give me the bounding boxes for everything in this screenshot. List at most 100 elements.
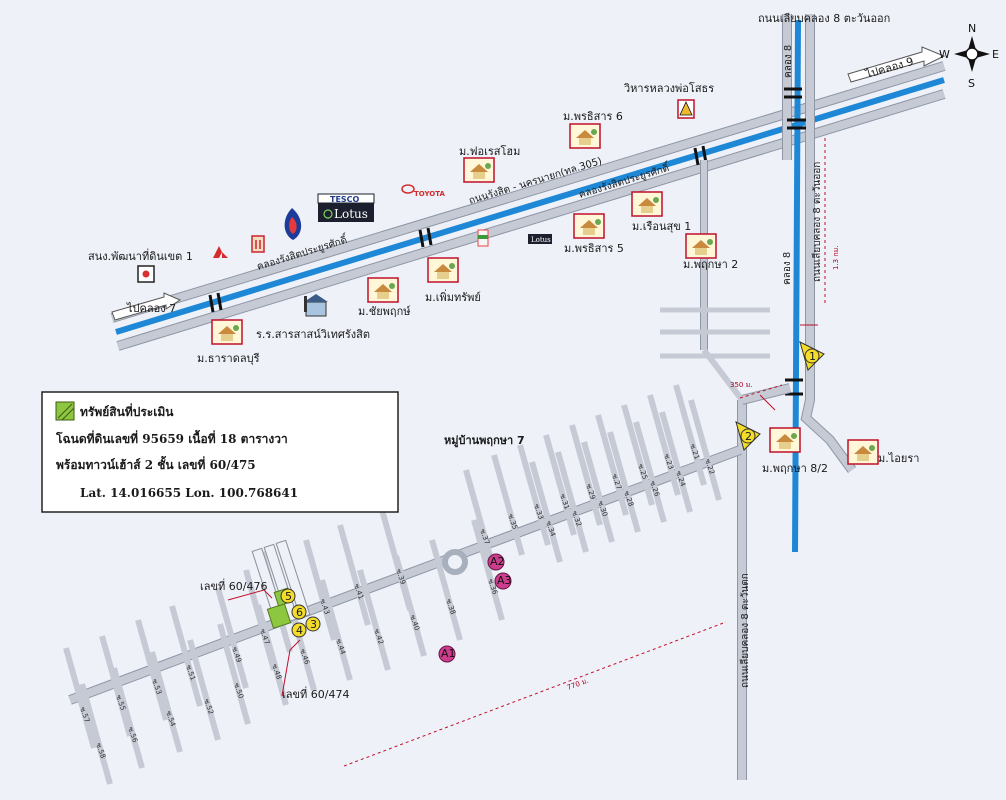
comparable-a2: A2: [487, 553, 505, 571]
village-label-10: ม.ไอยรา: [878, 452, 919, 465]
village-label-2: ม.ชัยพฤกษ์: [358, 305, 411, 318]
toyota-logo: TOYOTA: [401, 184, 445, 198]
svg-text:6: 6: [296, 606, 303, 619]
soi-lines: [63, 384, 722, 785]
svg-text:5: 5: [285, 590, 292, 603]
village-house-icon: [631, 191, 663, 217]
soi-road: [215, 587, 249, 689]
village-label-6: ม.พรธิสาร 5: [564, 242, 624, 255]
school-label: ร.ร.สารสาสน์วิเทศรังสิต: [256, 328, 370, 341]
soi-road: [217, 623, 251, 725]
soi-road: [595, 414, 629, 516]
soi-road: [471, 519, 505, 621]
school-icon: [304, 294, 328, 317]
svg-text:A2: A2: [490, 555, 505, 568]
klong8-canal: [792, 19, 801, 553]
soi-road: [135, 619, 169, 721]
soi-road: [529, 461, 563, 563]
to-klong9-arrow: [847, 46, 946, 83]
bridges: [208, 145, 708, 313]
village-house-icon: [211, 319, 243, 345]
village-icons: [211, 123, 879, 465]
to-klong7-label: ไปคลอง 7: [126, 302, 176, 315]
to-klong7-arrow: [111, 292, 182, 321]
subject-property: [266, 603, 292, 629]
village-house-icon: [367, 277, 399, 303]
comparable-a1: A1: [438, 645, 456, 663]
svg-text:TESCO: TESCO: [330, 195, 360, 204]
village-label-3: ม.เพิ่มทรัพย์: [425, 289, 481, 304]
temple-label: วิหารหลวงพ่อโสธร: [623, 81, 714, 95]
legend-line-3: Lat. 14.016655 Lon. 100.768641: [80, 486, 298, 500]
compass-s: S: [968, 77, 975, 90]
legend-line-1: โฉนดที่ดินเลขที่ 95659 เนื้อที่ 18 ตาราง…: [55, 429, 288, 446]
distance-2: [739, 384, 783, 399]
klong8-west-label: ถนนเลียบคลอง 8 ตะวันตก: [739, 573, 751, 688]
marker-5: 5: [280, 588, 296, 604]
land-office-icon: [137, 265, 155, 283]
klong8-corridor: [782, 14, 857, 553]
marker-6: 6: [291, 604, 307, 620]
compass-rose: N S E W: [939, 22, 999, 90]
legend-box: ทรัพย์สินที่ประเมิน โฉนดที่ดินเลขที่ 956…: [41, 391, 399, 513]
village-label-9: ม.พฤกษา 8/2: [762, 462, 828, 475]
soi-road: [607, 431, 641, 533]
seven-eleven-icon: [477, 229, 489, 247]
lot-474-label: เลขที่ 60/474: [282, 686, 349, 701]
klong8-west-road: [737, 383, 792, 780]
village-label-1: ม.ธาราดลบุรี: [197, 352, 260, 365]
village-label-7: ม.เรือนสุข 1: [632, 220, 691, 233]
village-house-icon: [569, 123, 601, 149]
land-office-label: สนง.พัฒนาที่ดินเขต 1: [88, 248, 193, 263]
svg-text:A1: A1: [441, 647, 456, 660]
lot-476-label: เลขที่ 60/476: [200, 578, 267, 593]
soi-road: [393, 555, 427, 657]
village-label-5: ม.พรธิสาร 6: [563, 110, 623, 123]
marker-2: 2: [735, 421, 761, 451]
klong8-top-label: คลอง 8: [783, 45, 794, 78]
klong8-east-top-label: ถนนเลียบคลอง 8 ตะวันออก: [758, 12, 890, 25]
soi-road: [688, 399, 722, 501]
klong8-mid-label: คลอง 8: [782, 252, 793, 285]
soi-road: [63, 647, 97, 749]
village-house-icon: [847, 439, 879, 465]
lotus-express-logo: Lotus: [528, 234, 552, 244]
bank-icon: [251, 235, 265, 253]
soi-road: [659, 411, 693, 513]
legend-title: ทรัพย์สินที่ประเมิน: [80, 403, 174, 419]
comparable-a3: A3: [494, 572, 512, 590]
ptt-icon: [284, 208, 302, 240]
soi-road: [111, 667, 145, 769]
soi-road: [673, 384, 707, 486]
soi-road: [187, 639, 221, 741]
village-house-icon: [685, 233, 717, 259]
soi-road: [463, 469, 497, 571]
soi-road: [337, 524, 371, 626]
soi-road: [555, 451, 589, 553]
svg-text:1: 1: [809, 350, 816, 363]
soi-road: [255, 604, 289, 706]
soi-road: [429, 539, 463, 641]
svg-text:A3: A3: [497, 574, 512, 587]
distance-3: [343, 621, 727, 767]
soi-road: [169, 605, 203, 707]
village-house-icon: [769, 427, 801, 453]
soi-road: [647, 394, 681, 496]
klong8-east-mid-label: ถนนเลียบคลอง 8 ตะวันออก: [811, 162, 823, 282]
soi-road: [517, 444, 551, 546]
svg-text:Lotus: Lotus: [531, 236, 551, 244]
svg-text:2: 2: [745, 430, 752, 443]
soi-road: [581, 441, 615, 543]
soi-road: [303, 539, 337, 641]
compass-n: N: [968, 22, 976, 35]
village-house-icon: [463, 157, 495, 183]
compass-e: E: [992, 48, 999, 61]
soi-road: [149, 651, 183, 753]
village-house-icon: [573, 213, 605, 239]
distance-1-label: 1.3 กม.: [832, 246, 840, 270]
village-label-8: ม.พฤกษา 2: [683, 258, 738, 271]
tesco-lotus-logo: TESCO Lotus: [317, 193, 375, 222]
mitsubishi-icon: [213, 246, 228, 258]
soi-road: [357, 569, 391, 671]
